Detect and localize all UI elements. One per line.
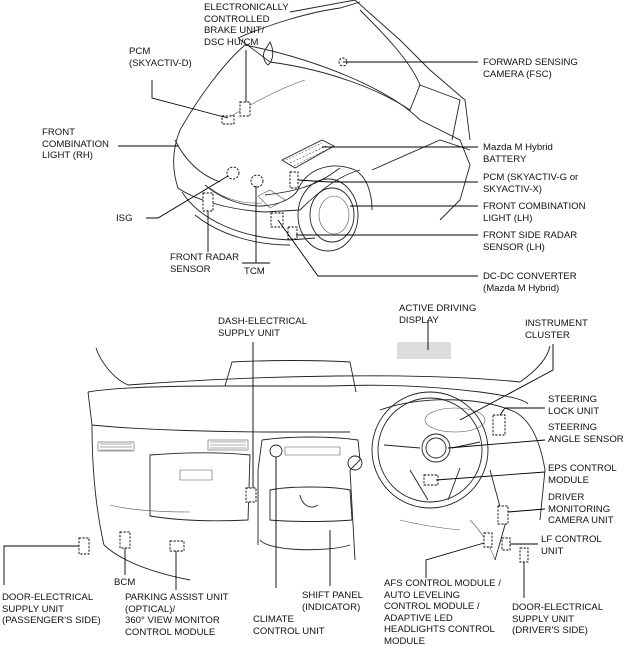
label-active-driving-display: ACTIVE DRIVING DISPLAY	[399, 303, 477, 326]
label-eps-control-module: EPS CONTROL MODULE	[548, 463, 617, 486]
label-brake-unit: ELECTRONICALLY CONTROLLED BRAKE UNIT/ DS…	[204, 2, 289, 48]
label-dash-electrical-supply-unit: DASH-ELECTRICAL SUPPLY UNIT	[218, 316, 308, 339]
exterior-leader-lines	[118, 50, 478, 277]
label-dc-dc-converter: DC-DC CONVERTER (Mazda M Hybrid)	[483, 271, 577, 294]
label-afs-control-module: AFS CONTROL MODULE / AUTO LEVELING CONTR…	[384, 578, 501, 647]
label-climate-control-unit: CLIMATE CONTROL UNIT	[253, 614, 325, 637]
interior-component-markers	[78, 414, 529, 563]
label-forward-sensing-camera: FORWARD SENSING CAMERA (FSC)	[483, 57, 578, 80]
label-instrument-cluster: INSTRUMENT CLUSTER	[525, 318, 588, 341]
label-pcm-skyactiv-g: PCM (SKYACTIV-G or SKYACTIV-X)	[483, 172, 579, 195]
label-shift-panel: SHIFT PANEL (INDICATOR)	[302, 590, 363, 613]
label-steering-angle-sensor: STEERING ANGLE SENSOR	[548, 422, 624, 445]
cabin-interior-illustration	[87, 342, 551, 581]
label-front-side-radar-sensor: FRONT SIDE RADAR SENSOR (LH)	[483, 230, 578, 253]
label-front-combination-light-rh: FRONT COMBINATION LIGHT (RH)	[42, 127, 109, 162]
label-bcm: BCM	[114, 577, 136, 588]
label-isg: ISG	[116, 213, 133, 224]
label-steering-lock-unit: STEERING LOCK UNIT	[548, 394, 600, 417]
label-door-supply-driver: DOOR-ELECTRICAL SUPPLY UNIT (DRIVER'S SI…	[512, 602, 604, 637]
label-door-supply-passenger: DOOR-ELECTRICAL SUPPLY UNIT (PASSENGER'S…	[2, 592, 101, 627]
label-driver-monitoring-camera-unit: DRIVER MONITORING CAMERA UNIT	[548, 492, 614, 527]
interior-leader-lines	[3, 320, 554, 598]
label-pcm-skyactiv-d: PCM (SKYACTIV-D)	[129, 46, 192, 69]
label-parking-assist-unit: PARKING ASSIST UNIT (OPTICAL)/ 360° VIEW…	[125, 592, 229, 638]
label-hybrid-battery: Mazda M Hybrid BATTERY	[483, 142, 553, 165]
label-front-radar-sensor: FRONT RADAR SENSOR	[170, 252, 240, 275]
label-front-combination-light-lh: FRONT COMBINATION LIGHT (LH)	[483, 201, 586, 224]
label-lf-control-unit: LF CONTROL UNIT	[541, 534, 602, 557]
label-tcm: TCM	[244, 266, 265, 277]
